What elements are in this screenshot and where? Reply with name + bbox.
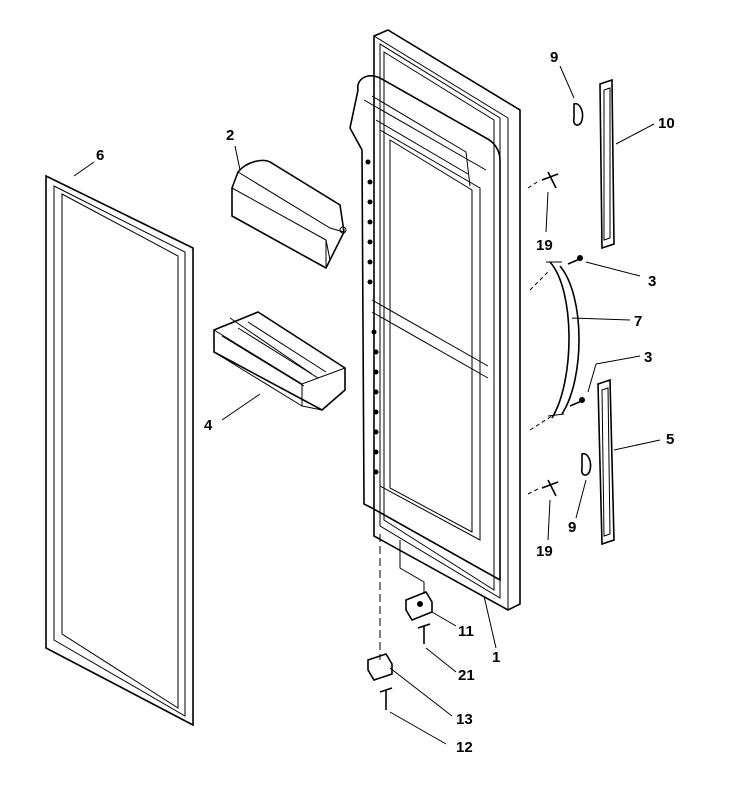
callout-labels: 1 2 3 3 4 5 6 7 9 9 10 11 12 13 19 19 21 (96, 49, 675, 756)
screw-12 (379, 687, 393, 710)
hinge-11 (405, 591, 433, 621)
handle-screw-lower (569, 397, 585, 407)
screw-19-lower (541, 479, 559, 497)
upper-door-bin (231, 159, 347, 270)
callout-4: 4 (204, 417, 213, 434)
callout-11: 11 (458, 623, 474, 640)
upper-trim-strip (599, 78, 615, 250)
callout-13: 13 (456, 711, 473, 728)
callout-3-lower: 3 (644, 349, 652, 366)
handle-screw-upper (567, 255, 583, 265)
callout-9-lower: 9 (568, 519, 576, 536)
callout-9-upper: 9 (550, 49, 558, 66)
callout-2: 2 (226, 127, 234, 144)
callout-1: 1 (492, 649, 500, 666)
callout-21: 21 (458, 667, 475, 684)
callout-19-lower: 19 (536, 543, 553, 560)
door-assembly (349, 29, 521, 660)
shelf-support-holes (365, 159, 379, 475)
callout-19-upper: 19 (536, 237, 553, 254)
callout-10: 10 (658, 115, 675, 132)
screw-19-upper (541, 171, 559, 189)
trim-clip-upper (572, 102, 584, 126)
hinge-13 (367, 653, 393, 681)
door-gasket (45, 174, 194, 727)
trim-clip-lower (580, 452, 592, 476)
screw-21 (417, 623, 431, 644)
lower-trim-strip (597, 378, 615, 546)
callout-7: 7 (634, 313, 642, 330)
callout-12: 12 (456, 739, 473, 756)
door-handle (546, 261, 580, 419)
callout-3-upper: 3 (648, 273, 656, 290)
lower-door-bin (213, 311, 346, 411)
leader-lines (73, 65, 661, 745)
callout-6: 6 (96, 147, 104, 164)
callout-5: 5 (666, 431, 674, 448)
